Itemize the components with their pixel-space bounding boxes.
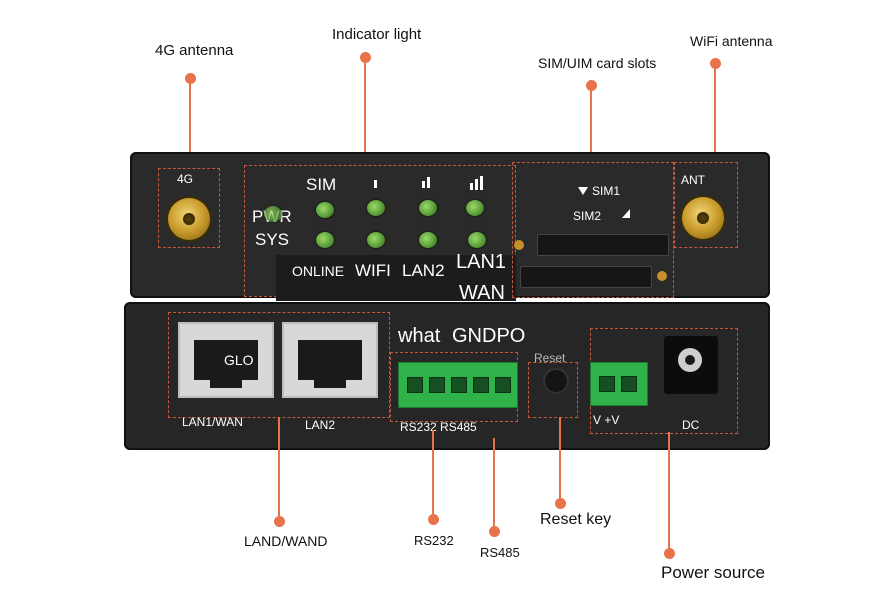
leader-dot-land xyxy=(274,516,285,527)
callout-land-wand: LAND/WAND xyxy=(244,533,328,549)
serial-terminal-block[interactable] xyxy=(398,362,518,408)
dc-jack[interactable] xyxy=(664,336,718,394)
led-lan1-wan xyxy=(468,232,486,248)
label-glo: GLO xyxy=(224,352,254,368)
leader-dot-power xyxy=(664,548,675,559)
callout-rs232: RS232 xyxy=(414,533,454,548)
antenna-4g-box xyxy=(158,168,220,248)
label-sim2: SIM2 xyxy=(573,209,602,223)
label-lan1-wan: LAN1/WAN xyxy=(182,415,243,429)
sim-slots-box xyxy=(512,162,674,298)
led-sig2 xyxy=(419,200,437,216)
indicator-cover xyxy=(276,255,516,301)
led-pwr xyxy=(264,206,282,222)
label-ant: ANT xyxy=(681,173,705,187)
label-reset: Reset xyxy=(534,351,566,365)
label-lan2-front: LAN2 xyxy=(402,261,445,280)
sim2-arrow-icon xyxy=(622,209,630,218)
label-dc: DC xyxy=(682,418,700,432)
label-what: what xyxy=(398,325,441,347)
callout-indicator-light: Indicator light xyxy=(332,26,422,43)
leader-line-reset xyxy=(559,417,561,499)
label-v: V +V xyxy=(593,413,620,427)
signal-1-icon xyxy=(374,180,377,188)
power-terminal-block[interactable] xyxy=(590,362,648,406)
screw-left xyxy=(514,240,524,250)
leader-dot-rs485 xyxy=(489,526,500,537)
signal-3-icon xyxy=(470,176,488,190)
label-lan1: LAN1 xyxy=(456,251,507,273)
label-rs232-rs485: RS232 RS485 xyxy=(400,420,477,434)
label-sim1: SIM1 xyxy=(592,184,621,198)
screw-right xyxy=(657,271,667,281)
led-sys xyxy=(316,232,334,248)
label-lan2-rear: LAN2 xyxy=(305,418,336,432)
label-online: ONLINE xyxy=(292,263,345,279)
leader-dot-rs232 xyxy=(428,514,439,525)
led-wifi xyxy=(367,232,385,248)
lan2-port[interactable] xyxy=(282,322,378,398)
label-gndpo: GNDPO xyxy=(452,325,526,347)
callout-wifi-antenna: WiFi antenna xyxy=(690,33,773,49)
antenna-wifi-box xyxy=(674,162,738,248)
led-sig3 xyxy=(466,200,484,216)
sma-connector-wifi-icon xyxy=(682,197,724,239)
leader-dot-wifi xyxy=(710,58,721,69)
signal-2-icon xyxy=(422,176,436,188)
leader-line-indicator xyxy=(364,61,366,159)
leader-dot-indicator xyxy=(360,52,371,63)
sim1-arrow-icon xyxy=(578,187,588,195)
led-sig1 xyxy=(367,200,385,216)
leader-dot-4g xyxy=(185,73,196,84)
reset-box xyxy=(528,362,578,418)
callout-rs485: RS485 xyxy=(480,545,520,560)
callout-sim-slots: SIM/UIM card slots xyxy=(538,55,657,71)
leader-line-sim xyxy=(590,89,592,161)
leader-line-land xyxy=(278,417,280,517)
callout-power-source: Power source xyxy=(661,563,765,582)
leader-line-power xyxy=(668,432,670,548)
label-sim: SIM xyxy=(306,175,337,194)
led-lan2 xyxy=(419,232,437,248)
led-sim xyxy=(316,202,334,218)
lan1-wan-port[interactable] xyxy=(178,322,274,398)
label-wan: WAN xyxy=(459,282,505,304)
reset-button[interactable] xyxy=(545,370,567,392)
leader-line-4g xyxy=(189,82,191,170)
callout-reset-key: Reset key xyxy=(540,511,612,528)
leader-line-rs232 xyxy=(432,430,434,514)
label-sys: SYS xyxy=(255,230,290,249)
callout-4g-antenna: 4G antenna xyxy=(155,42,234,59)
label-wifi: WIFI xyxy=(355,261,391,280)
leader-dot-reset xyxy=(555,498,566,509)
label-4g: 4G xyxy=(177,172,194,186)
leader-line-wifi xyxy=(714,67,716,162)
leader-dot-sim xyxy=(586,80,597,91)
leader-line-rs485 xyxy=(493,438,495,526)
sim2-slot[interactable] xyxy=(520,266,652,288)
sim1-slot[interactable] xyxy=(537,234,669,256)
sma-connector-4g-icon xyxy=(168,198,210,240)
